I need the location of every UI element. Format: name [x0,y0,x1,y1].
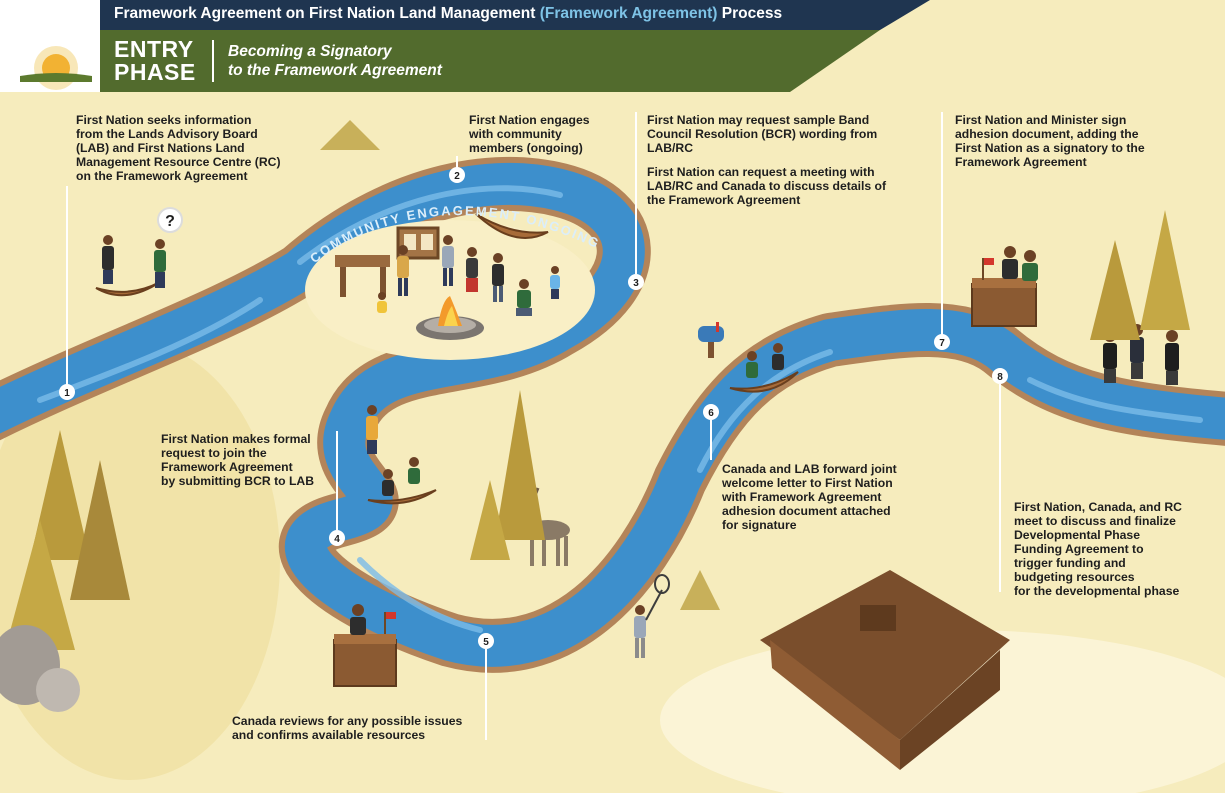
picnic-table-icon [335,255,390,297]
rock-icon [0,625,80,712]
step-number: 1 [64,388,70,399]
phase-name-line-2: PHASE [114,59,196,85]
fisher-icon [634,574,670,658]
cabin-icon [760,570,1010,770]
title-part-2: Process [717,5,783,22]
phase-name-line-1: ENTRY [114,36,194,62]
paddlers-icon [102,235,784,496]
step-marker-2: 2 [449,167,465,183]
step-marker-4: 4 [329,530,345,546]
step-marker-1: 1 [59,384,75,400]
page-title: Framework Agreement on First Nation Land… [114,5,782,23]
step-number: 3 [633,278,639,289]
callout-lines [66,112,1001,740]
step-number: 6 [708,408,714,419]
title-part-1: Framework Agreement on First Nation Land… [114,5,540,22]
svg-text:?: ? [165,213,175,230]
phase-name: ENTRY PHASE [114,38,196,84]
community-members-icon [377,235,560,316]
adhesion-desk-icon [971,246,1038,327]
step-number: 5 [483,637,489,648]
title-highlight: (Framework Agreement) [539,5,718,22]
step-number: 7 [939,338,945,349]
step-number: 8 [997,372,1003,383]
step-marker-3: 3 [628,274,644,290]
step-marker-6: 6 [703,404,719,420]
mailbox-icon [698,322,724,358]
title-bar [0,0,930,30]
phase-bar [100,30,880,92]
question-bubble-icon: ? [157,207,183,233]
tree-icons [5,120,1190,650]
step-marker-7: 7 [934,334,950,350]
step-marker-5: 5 [478,633,494,649]
phase-subtitle-line-2: to the Framework Agreement [228,62,442,79]
notice-board-icon [396,226,440,260]
sunrise-logo-icon [20,46,92,90]
signing-desk-icon [333,604,397,687]
step-number: 2 [454,171,460,182]
step-marker-8: 8 [992,368,1008,384]
phase-subtitle: Becoming a Signatory to the Framework Ag… [228,42,442,80]
campfire-icon [416,296,484,340]
phase-subtitle-line-1: Becoming a Signatory [228,43,392,60]
step-number: 4 [334,534,340,545]
